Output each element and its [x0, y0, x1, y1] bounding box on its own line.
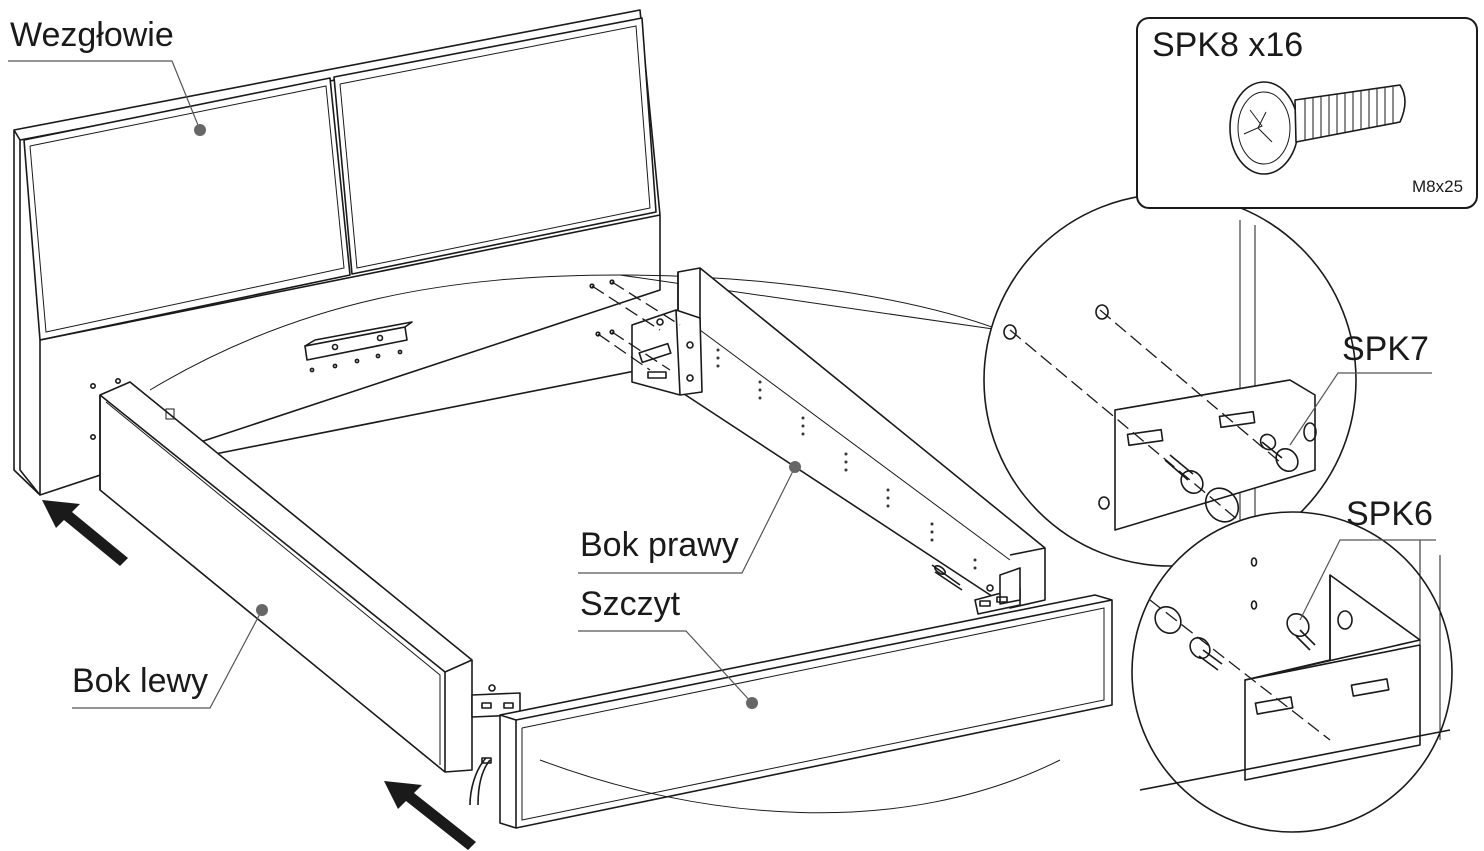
left-side-label: Bok lewy	[72, 662, 208, 700]
right-side-label: Bok prawy	[580, 526, 739, 564]
label-spk6: SPK6	[1299, 495, 1436, 621]
label-footboard: Szczyt	[578, 585, 758, 709]
label-left-side: Bok lewy	[72, 604, 268, 709]
part-count-text: SPK8 x16	[1152, 26, 1303, 64]
spk7-label: SPK7	[1342, 330, 1429, 368]
push-arrow-icon	[384, 781, 476, 850]
detail-circle-spk7	[983, 193, 1357, 567]
footboard	[499, 594, 1113, 829]
headboard-label: Wezgłowie	[10, 16, 174, 54]
push-arrow-icon	[42, 500, 128, 566]
label-spk7: SPK7	[1289, 330, 1432, 446]
label-right-side: Bok prawy	[578, 461, 801, 574]
right-side-rail	[589, 267, 1046, 615]
screw-icon	[1229, 81, 1406, 175]
footboard-label: Szczyt	[580, 585, 681, 623]
screw-icon	[1154, 605, 1353, 671]
parts-box: SPK8 x16 M8x25	[1136, 17, 1478, 209]
center-bracket	[304, 321, 413, 373]
left-side-rail	[99, 381, 521, 806]
screw-icon	[1164, 422, 1317, 523]
spk6-label: SPK6	[1346, 495, 1433, 533]
detail-circle-spk6	[1131, 511, 1453, 833]
label-headboard: Wezgłowie	[8, 16, 206, 136]
screw-size-text: M8x25	[1412, 177, 1463, 196]
headboard	[13, 9, 661, 496]
